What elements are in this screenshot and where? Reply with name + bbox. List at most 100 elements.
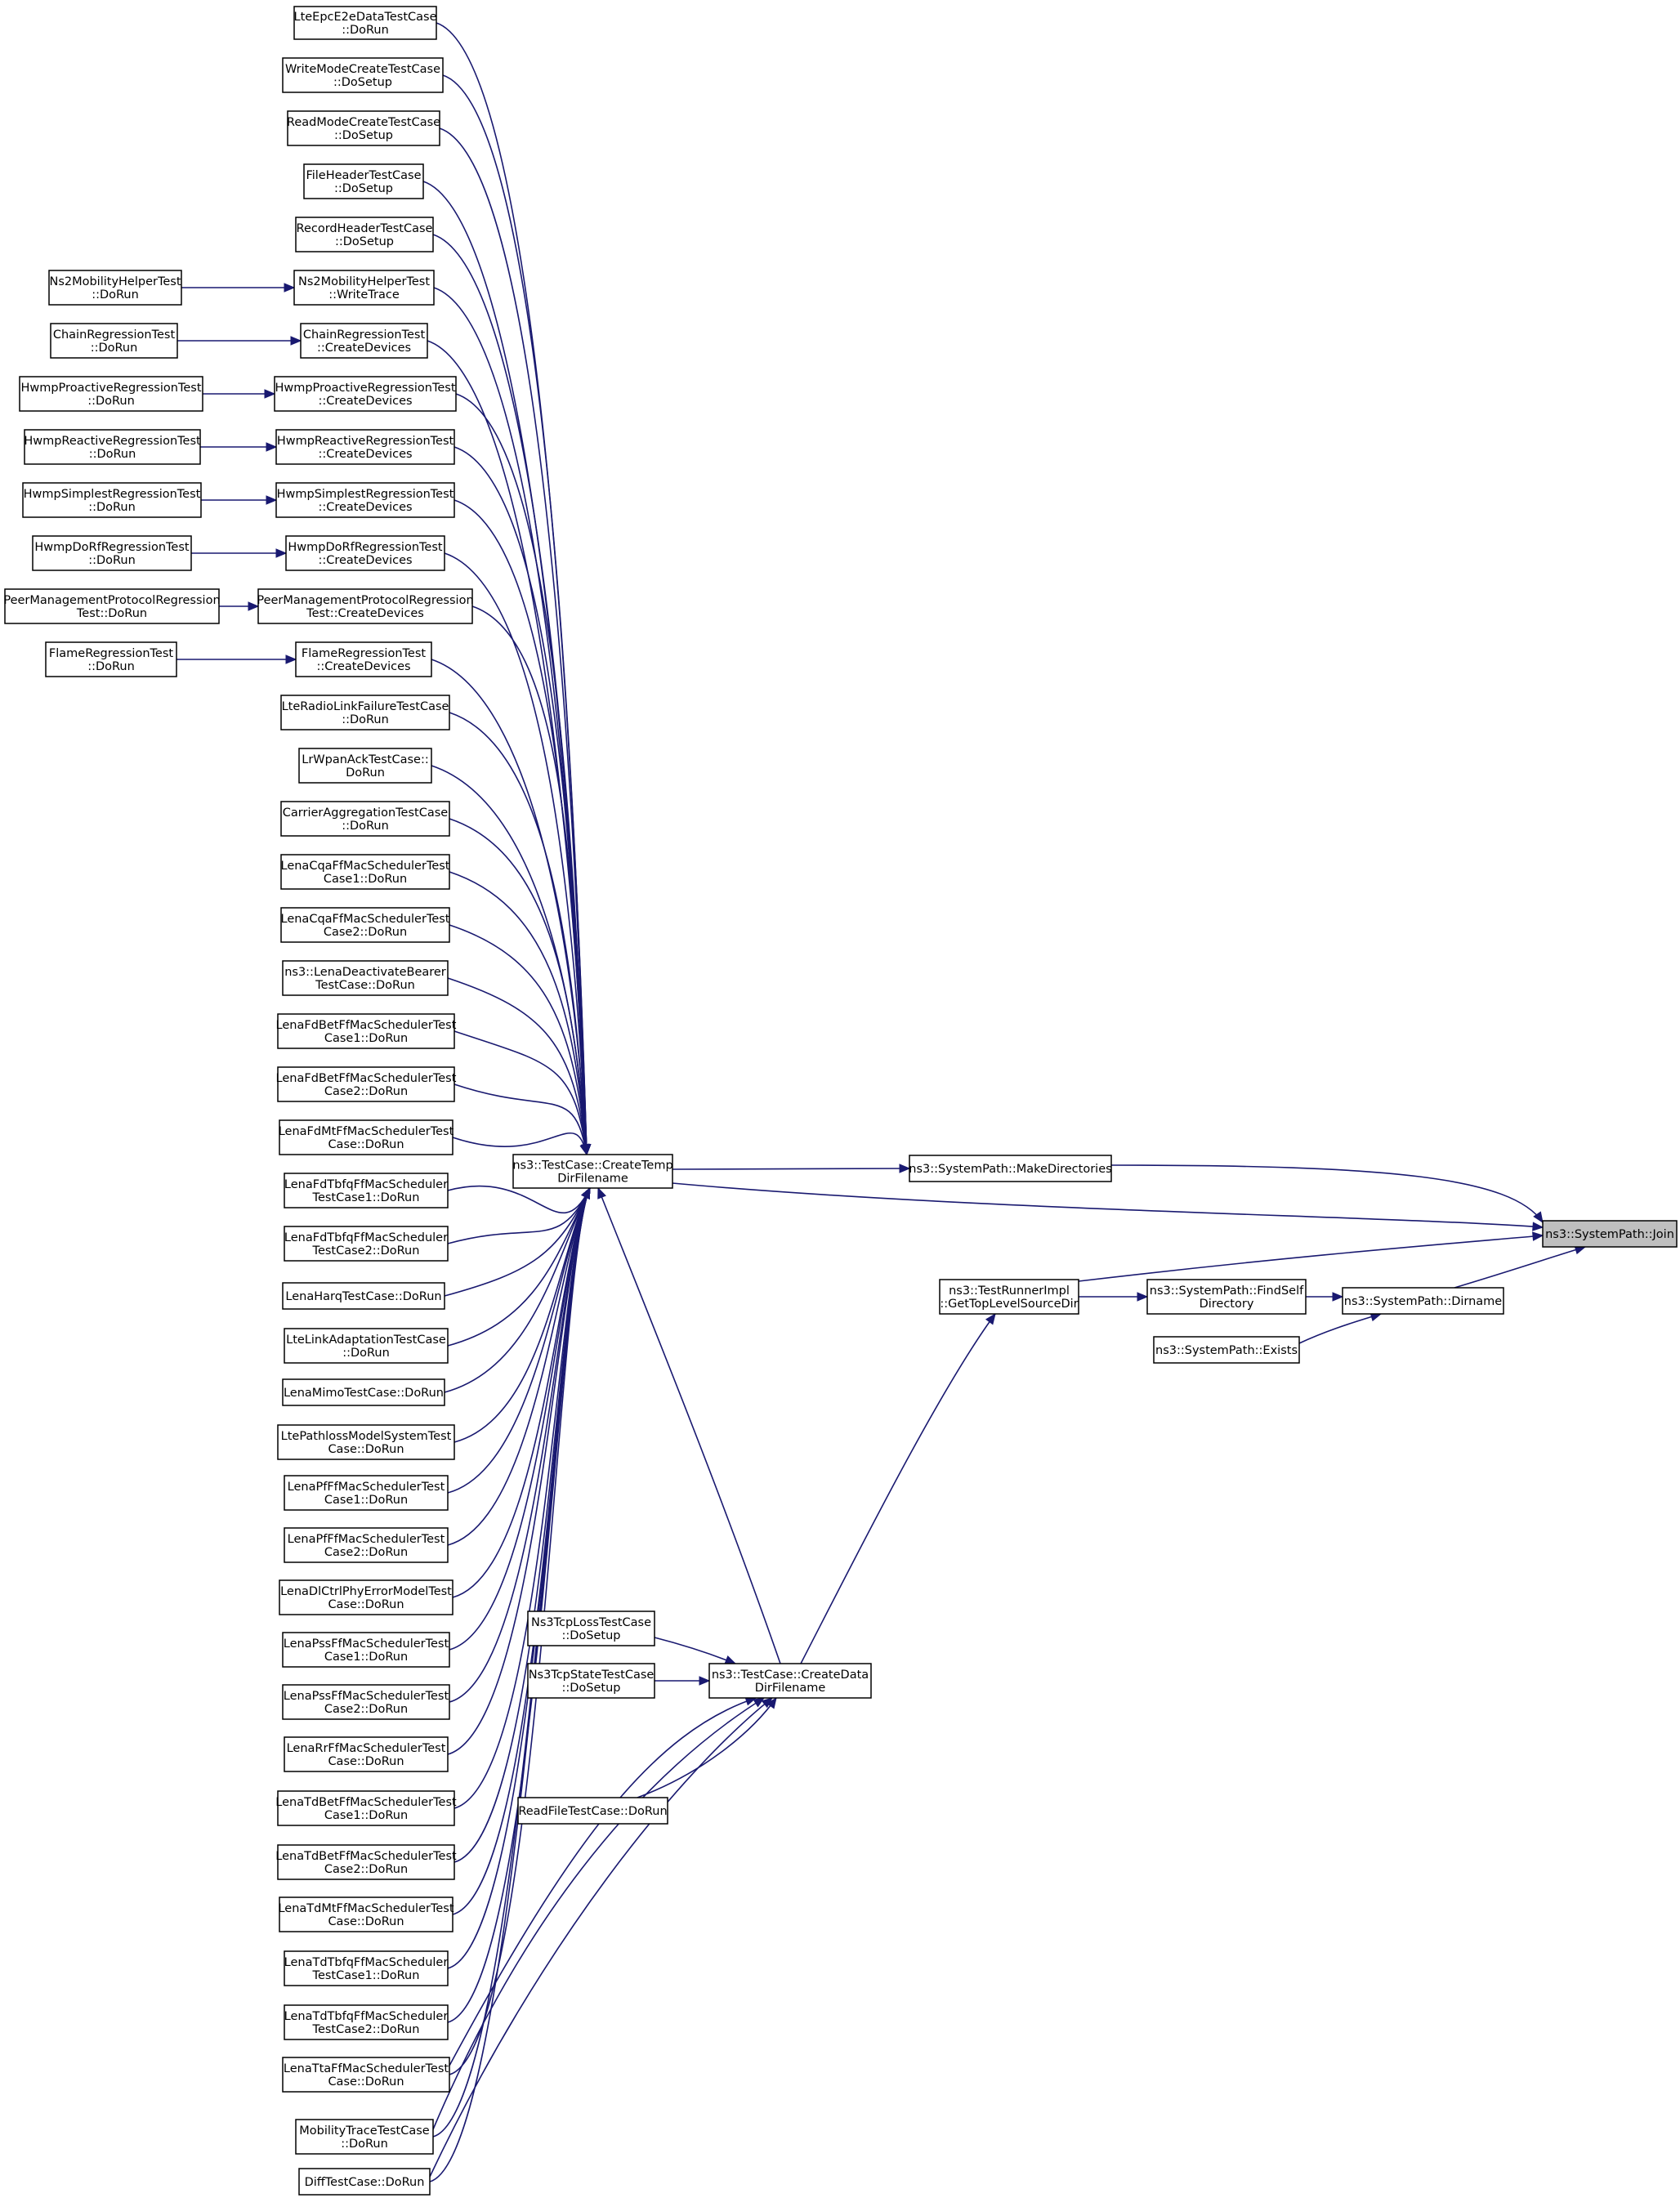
node-box[interactable] — [280, 907, 450, 943]
node-makedir[interactable]: ns3::SystemPath::MakeDirectories — [909, 1155, 1112, 1182]
node-box[interactable] — [32, 535, 192, 571]
node-box[interactable] — [1153, 1336, 1300, 1364]
node-box[interactable] — [275, 482, 455, 518]
node-lteradio[interactable]: LteRadioLinkFailureTestCase::DoRun — [280, 695, 450, 730]
node-box[interactable] — [285, 535, 445, 571]
node-flamecreate[interactable]: FlameRegressionTest::CreateDevices — [295, 641, 432, 677]
node-box[interactable] — [282, 960, 449, 996]
node-box[interactable] — [293, 6, 437, 40]
node-ns2write[interactable]: Ns2MobilityHelperTest::WriteTrace — [293, 270, 435, 306]
node-peercreate[interactable]: PeerManagementProtocolRegressionTest::Cr… — [257, 588, 474, 624]
node-box[interactable] — [284, 1226, 449, 1262]
node-box[interactable] — [282, 1632, 450, 1668]
node-box[interactable] — [295, 2119, 434, 2155]
node-box[interactable] — [279, 1119, 454, 1155]
node-box[interactable] — [22, 482, 202, 518]
node-box[interactable] — [282, 1282, 445, 1310]
node-diff[interactable]: DiffTestCase::DoRun — [298, 2168, 431, 2196]
node-box[interactable] — [282, 1378, 445, 1406]
node-gettop[interactable]: ns3::TestRunnerImpl::GetTopLevelSourceDi… — [939, 1279, 1079, 1315]
node-ns3tcploss[interactable]: Ns3TcpLossTestCase::DoSetup — [527, 1611, 655, 1646]
node-box[interactable] — [275, 429, 455, 465]
node-mimo[interactable]: LenaMimoTestCase::DoRun — [282, 1378, 445, 1406]
node-box[interactable] — [280, 801, 450, 837]
node-chaincreate[interactable]: ChainRegressionTest::CreateDevices — [300, 323, 428, 359]
node-box[interactable] — [300, 323, 428, 359]
node-box[interactable] — [277, 1424, 455, 1460]
node-box[interactable] — [257, 588, 473, 624]
node-box[interactable] — [50, 323, 178, 359]
node-hreactcreate[interactable]: HwmpReactiveRegressionTest::CreateDevice… — [275, 429, 455, 465]
node-box[interactable] — [298, 2168, 431, 2196]
node-box[interactable] — [282, 1684, 450, 1720]
node-hproactrun[interactable]: HwmpProactiveRegressionTest::DoRun — [19, 376, 203, 412]
node-box[interactable] — [1342, 1287, 1504, 1315]
node-recordheader[interactable]: RecordHeaderTestCase::DoSetup — [295, 217, 434, 252]
node-box[interactable] — [303, 163, 424, 199]
node-peerrun[interactable]: PeerManagementProtocolRegressionTest::Do… — [3, 588, 221, 624]
node-hdorfrun[interactable]: HwmpDoRfRegressionTest::DoRun — [32, 535, 192, 571]
node-box[interactable] — [277, 1790, 455, 1826]
node-hsimplerun[interactable]: HwmpSimplestRegressionTest::DoRun — [22, 482, 202, 518]
node-fileheader[interactable]: FileHeaderTestCase::DoSetup — [303, 163, 424, 199]
node-flamerun[interactable]: FlameRegressionTest::DoRun — [45, 641, 177, 677]
node-box[interactable] — [527, 1611, 655, 1646]
node-box[interactable] — [280, 695, 450, 730]
node-box[interactable] — [24, 429, 201, 465]
node-dirname[interactable]: ns3::SystemPath::Dirname — [1342, 1287, 1504, 1315]
node-box[interactable] — [19, 376, 203, 412]
node-box[interactable] — [274, 376, 457, 412]
node-readmode[interactable]: ReadModeCreateTestCase::DoSetup — [287, 110, 440, 146]
node-box[interactable] — [527, 1663, 655, 1699]
node-box[interactable] — [277, 1066, 455, 1102]
node-box[interactable] — [284, 1328, 449, 1364]
node-box[interactable] — [512, 1154, 673, 1189]
node-ns3tcpstate[interactable]: Ns3TcpStateTestCase::DoSetup — [527, 1663, 655, 1699]
node-hreactrun[interactable]: HwmpReactiveRegressionTest::DoRun — [24, 429, 201, 465]
node-box[interactable] — [298, 748, 432, 784]
node-box[interactable] — [279, 1579, 454, 1615]
node-box[interactable] — [1146, 1279, 1307, 1315]
node-box[interactable] — [279, 1896, 454, 1932]
node-box[interactable] — [277, 1013, 455, 1049]
node-lrwpan[interactable]: LrWpanAckTestCase::DoRun — [298, 748, 432, 784]
node-box[interactable] — [284, 1950, 449, 1986]
node-mobtrace[interactable]: MobilityTraceTestCase::DoRun — [295, 2119, 434, 2155]
node-box[interactable] — [284, 1736, 449, 1772]
node-box[interactable] — [295, 641, 432, 677]
node-hsimplecreate[interactable]: HwmpSimplestRegressionTest::CreateDevice… — [275, 482, 455, 518]
node-hproactcreate[interactable]: HwmpProactiveRegressionTest::CreateDevic… — [274, 376, 457, 412]
node-chainrun[interactable]: ChainRegressionTest::DoRun — [50, 323, 178, 359]
node-hdorfcreate[interactable]: HwmpDoRfRegressionTest::CreateDevices — [285, 535, 445, 571]
node-box[interactable] — [282, 57, 444, 93]
node-box[interactable] — [1542, 1220, 1678, 1248]
node-box[interactable] — [909, 1155, 1112, 1182]
node-linkadapt[interactable]: LteLinkAdaptationTestCase::DoRun — [284, 1328, 449, 1364]
node-box[interactable] — [708, 1663, 872, 1699]
node-box[interactable] — [284, 2004, 449, 2040]
node-box[interactable] — [4, 588, 220, 624]
node-box[interactable] — [293, 270, 435, 306]
node-box[interactable] — [277, 1844, 455, 1880]
